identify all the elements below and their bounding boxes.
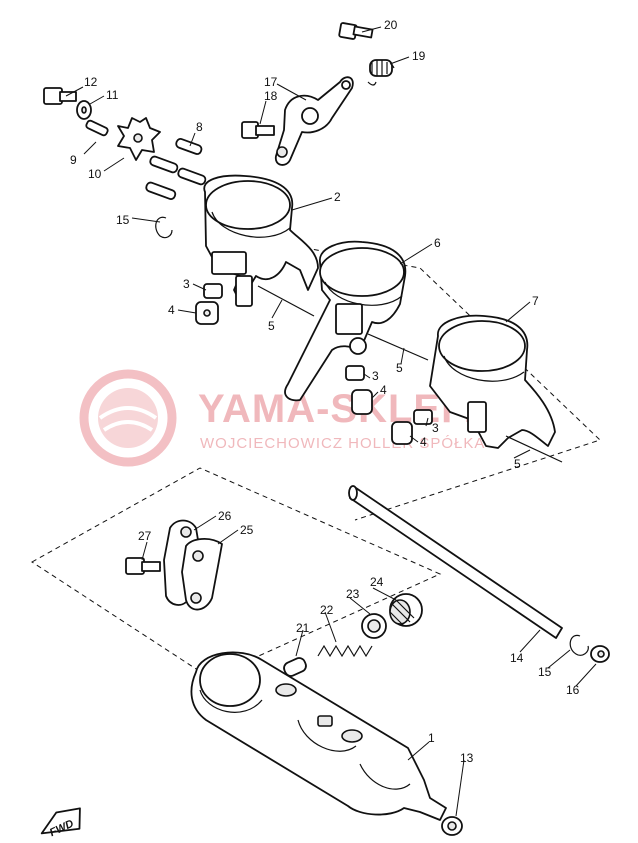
callout-4-c: 4: [420, 435, 427, 449]
fwd-arrow-icon: FWD: [40, 807, 81, 839]
callout-5-c: 5: [514, 457, 521, 471]
callout-23: 23: [346, 587, 360, 601]
leader-lines: [65, 26, 597, 817]
callout-21: 21: [296, 621, 310, 635]
stopper-plate-assembly: [125, 519, 223, 611]
detent-assembly: [283, 593, 423, 677]
callout-14: 14: [510, 651, 524, 665]
callout-5-a: 5: [268, 319, 275, 333]
callout-20: 20: [384, 18, 398, 32]
shift-fork-7: [429, 314, 556, 449]
callout-27: 27: [138, 529, 152, 543]
callout-18: 18: [264, 89, 278, 103]
callout-13: 13: [460, 751, 474, 765]
shift-drum: [190, 651, 463, 836]
callout-8: 8: [196, 120, 203, 134]
fork-hardware: [195, 283, 563, 463]
callout-6: 6: [434, 236, 441, 250]
stopper-lever-assembly: [241, 22, 395, 166]
callout-9: 9: [70, 153, 77, 167]
callout-24: 24: [370, 575, 384, 589]
watermark-logo: [79, 369, 177, 467]
watermark-subtitle: WOJCIECHOWICZ HOLLER SPÓŁKA: [200, 435, 485, 452]
callout-12: 12: [84, 75, 98, 89]
callout-3-c: 3: [432, 421, 439, 435]
callout-15-top: 15: [116, 213, 130, 227]
callout-15-bottom: 15: [538, 665, 552, 679]
callout-3-b: 3: [372, 369, 379, 383]
callout-5-b: 5: [396, 361, 403, 375]
callout-2: 2: [334, 190, 341, 204]
callout-4-b: 4: [380, 383, 387, 397]
callout-17: 17: [264, 75, 278, 89]
callout-19: 19: [412, 49, 426, 63]
shift-fork-2: [203, 174, 319, 307]
callout-16: 16: [566, 683, 580, 697]
callout-4-a: 4: [168, 303, 175, 317]
callout-11: 11: [106, 88, 119, 102]
callout-1: 1: [428, 731, 435, 745]
callout-3-a: 3: [183, 277, 190, 291]
shift-fork-6: [284, 240, 407, 402]
callout-7: 7: [532, 294, 539, 308]
fork-shaft: [348, 485, 610, 663]
callout-25: 25: [240, 523, 254, 537]
callout-22: 22: [320, 603, 334, 617]
callout-labels: 20 19 12 11 17 18 8 9 10 2 15 6 3 4 5 7 …: [70, 18, 580, 765]
callout-10: 10: [88, 167, 102, 181]
segment-assembly: [43, 87, 207, 239]
callout-26: 26: [218, 509, 232, 523]
